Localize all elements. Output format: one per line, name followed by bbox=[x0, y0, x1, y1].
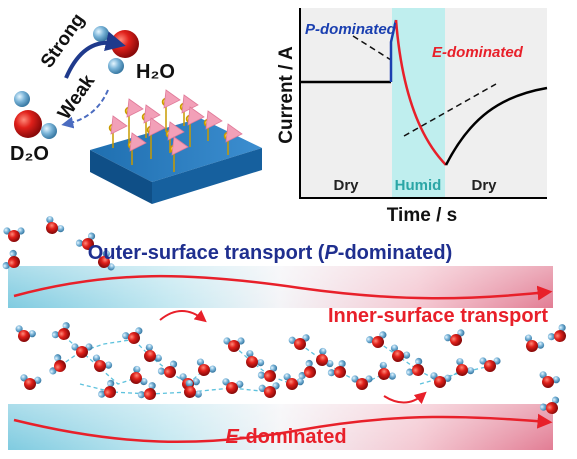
region-humid-label: Humid bbox=[395, 177, 442, 194]
water-molecule bbox=[298, 359, 316, 380]
water-molecule bbox=[223, 337, 245, 352]
water-molecule bbox=[539, 371, 560, 388]
strong-arrow bbox=[64, 31, 126, 79]
water-molecule bbox=[15, 325, 36, 342]
hop-arrow-bottom bbox=[383, 391, 427, 405]
water-molecule bbox=[378, 361, 396, 380]
water-molecule bbox=[539, 396, 560, 414]
water-molecules bbox=[2, 216, 566, 414]
water-molecule bbox=[20, 374, 42, 390]
region-dry-right-label: Dry bbox=[471, 177, 497, 194]
water-molecule bbox=[98, 250, 115, 271]
water-molecule bbox=[144, 343, 162, 362]
outer-transport-arrow bbox=[13, 274, 553, 301]
water-molecule bbox=[71, 343, 93, 358]
water-molecule bbox=[366, 331, 387, 348]
e-dominated-curve bbox=[394, 19, 447, 166]
p-dominated-guide bbox=[352, 35, 392, 61]
transport-schematic: Outer-surface transport (P-dominated) In… bbox=[2, 216, 566, 450]
recovery-curve bbox=[444, 86, 548, 166]
water-molecule bbox=[49, 354, 66, 375]
x-axis-label: Time / s bbox=[387, 205, 457, 226]
water-molecule bbox=[524, 334, 545, 352]
water-molecule bbox=[122, 327, 143, 344]
hop-arrow-top bbox=[159, 310, 207, 323]
outer-surface-title: Outer-surface transport (P-dominated) bbox=[88, 242, 453, 264]
exchange-schematic: Strong Weak H₂O D₂O bbox=[10, 10, 262, 204]
region-humid-bg bbox=[392, 8, 445, 198]
water-molecule bbox=[327, 360, 346, 378]
region-dry-right-bg bbox=[445, 8, 547, 198]
e-dominated-label: E-dominated bbox=[432, 44, 524, 61]
water-molecule bbox=[51, 322, 70, 340]
h2o-label: H₂O bbox=[136, 61, 175, 83]
water-molecule bbox=[157, 360, 178, 378]
water-molecule bbox=[316, 347, 334, 368]
water-molecule bbox=[2, 249, 20, 270]
water-molecule bbox=[92, 354, 113, 372]
water-molecule bbox=[75, 232, 96, 250]
y-axis-label: Current / A bbox=[276, 46, 297, 144]
water-molecule bbox=[547, 324, 566, 342]
p-dominated-curve bbox=[389, 19, 398, 82]
water-molecule bbox=[196, 358, 217, 376]
d2o-label: D₂O bbox=[10, 143, 49, 165]
current-time-graph: P-dominated E-dominated Dry Humid Dry Cu… bbox=[276, 8, 548, 226]
water-molecule bbox=[351, 375, 373, 390]
water-molecule bbox=[283, 373, 304, 390]
d2o-molecule bbox=[14, 91, 57, 139]
water-molecule bbox=[98, 379, 116, 398]
water-molecule bbox=[456, 358, 475, 376]
inner-surface-title: Inner-surface transport bbox=[328, 305, 548, 327]
water-molecule bbox=[444, 329, 465, 346]
p-dominated-label: P-dominated bbox=[305, 21, 397, 38]
surface-cones bbox=[110, 89, 243, 156]
water-molecule bbox=[246, 350, 265, 368]
water-molecule bbox=[222, 378, 244, 394]
water-molecule bbox=[288, 334, 310, 350]
region-dry-left-label: Dry bbox=[333, 177, 359, 194]
water-molecule bbox=[258, 382, 280, 398]
weak-label: Weak bbox=[54, 71, 100, 124]
water-molecule bbox=[184, 379, 202, 398]
water-molecule bbox=[137, 382, 156, 400]
e-dominated-guide bbox=[403, 83, 497, 137]
region-dry-left-bg bbox=[300, 8, 392, 198]
weak-arrow bbox=[61, 89, 109, 129]
water-molecule bbox=[46, 216, 65, 234]
water-molecule bbox=[257, 364, 278, 382]
water-molecule bbox=[479, 357, 501, 372]
e-dominated-bottom-label: E-dominated bbox=[225, 426, 346, 448]
water-molecule bbox=[3, 227, 25, 242]
water-molecule bbox=[390, 344, 411, 362]
strong-label: Strong bbox=[37, 10, 89, 72]
water-molecule bbox=[430, 372, 452, 388]
water-molecule bbox=[406, 357, 424, 376]
inner-transport-arrow bbox=[13, 413, 553, 444]
h2o-molecule bbox=[93, 26, 139, 74]
water-molecule bbox=[130, 365, 148, 386]
